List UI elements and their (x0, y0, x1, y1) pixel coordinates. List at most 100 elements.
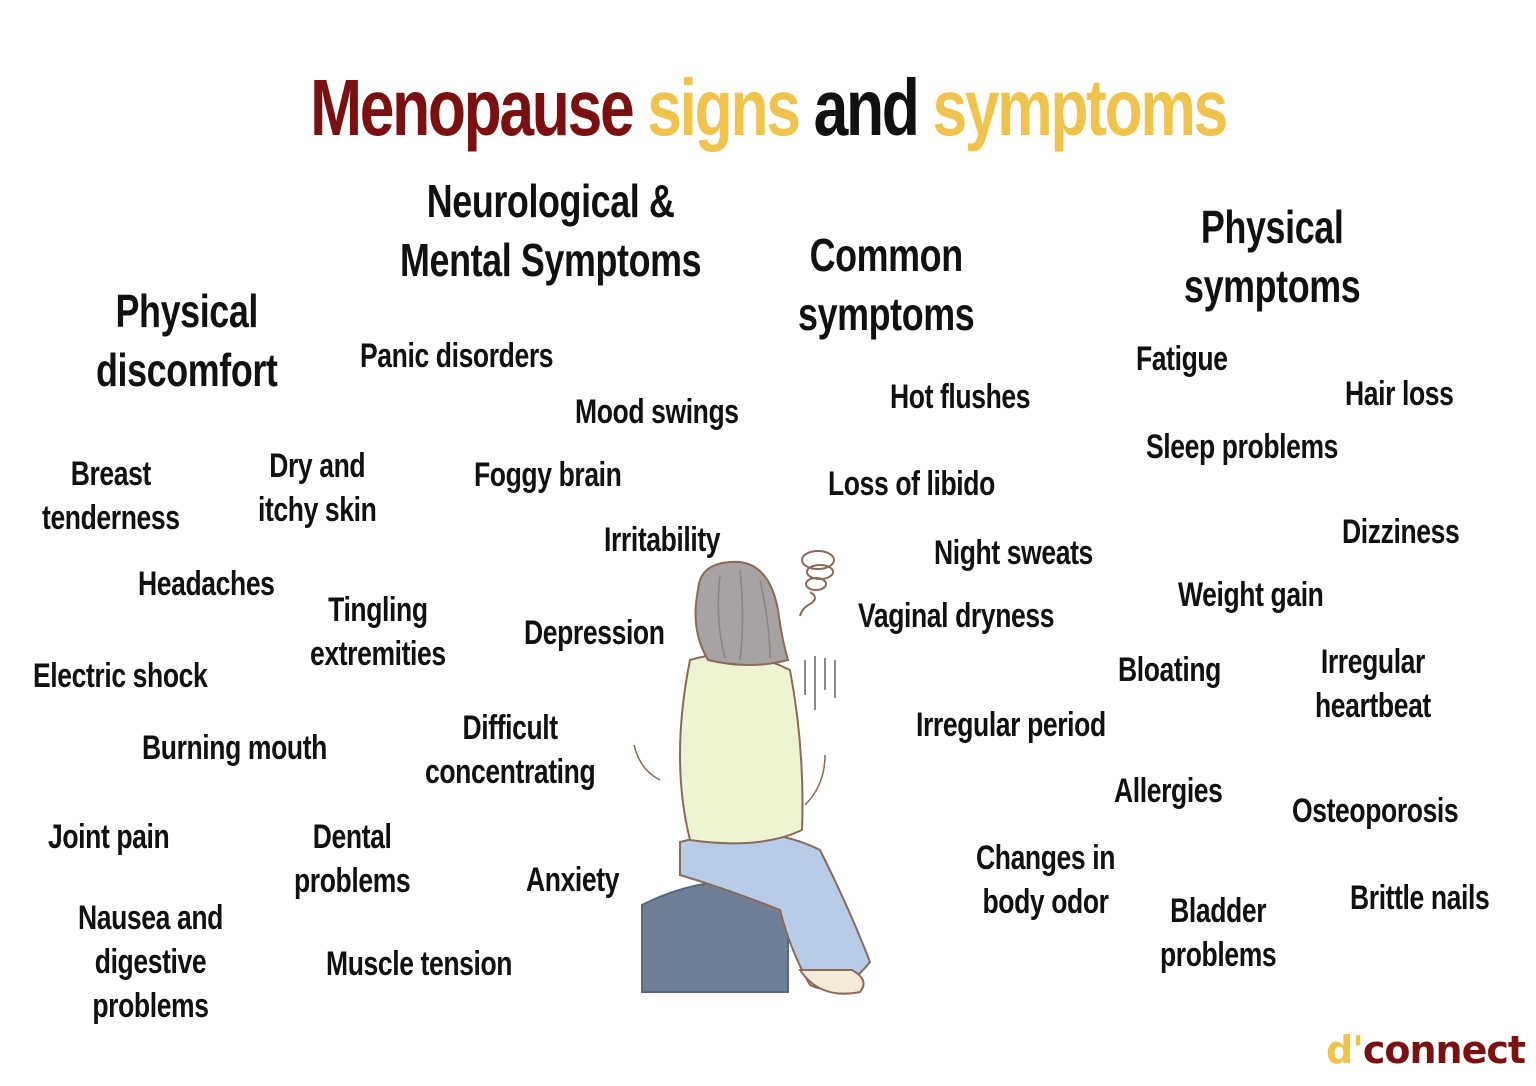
symptom-breast-tenderness: Breast tenderness (42, 452, 180, 540)
symptom-line: Irregular period (916, 706, 1106, 744)
symptom-changes-body-odor: Changes in body odor (976, 836, 1115, 924)
symptom-dry-itchy-skin: Dry and itchy skin (258, 444, 377, 532)
symptom-panic-disorders: Panic disorders (360, 334, 554, 378)
title-part-signs: signs (647, 63, 801, 152)
symptom-line: Joint pain (48, 818, 170, 856)
symptom-line: Dizziness (1342, 513, 1460, 551)
symptom-line: body odor (982, 883, 1109, 922)
symptom-line: heartbeat (1315, 687, 1431, 726)
heading-common: Common symptoms (798, 226, 975, 344)
sweater-icon (679, 653, 804, 845)
heading-neuro-mental: Neurological & Mental Symptoms (400, 172, 702, 290)
symptom-foggy-brain: Foggy brain (474, 453, 622, 497)
symptom-line: Electric shock (33, 657, 208, 695)
symptom-line: Loss of libido (828, 465, 995, 503)
symptom-brittle-nails: Brittle nails (1350, 876, 1490, 920)
symptom-line: concentrating (425, 753, 596, 792)
symptom-mood-swings: Mood swings (575, 390, 739, 434)
symptom-line: Headaches (138, 565, 275, 603)
heading-line: Physical (1200, 201, 1344, 253)
symptom-line: problems (1160, 936, 1277, 975)
symptom-tingling-extremities: Tingling extremities (310, 588, 446, 676)
symptom-line: Dental (312, 818, 392, 856)
symptom-line: Changes in (976, 839, 1116, 877)
heading-line: Common (809, 229, 964, 281)
symptom-line: Mood swings (575, 393, 739, 431)
symptom-line: Irregular (1320, 643, 1425, 681)
symptom-line: Brittle nails (1350, 879, 1490, 917)
symptom-line: Depression (524, 614, 665, 652)
title-part-menopause: Menopause (310, 63, 635, 152)
symptom-line: Fatigue (1136, 340, 1228, 378)
woman-sitting-illustration (633, 550, 872, 995)
symptom-allergies: Allergies (1114, 769, 1223, 813)
heading-physical-symptoms: Physical symptoms (1184, 198, 1361, 316)
motion-lines-icon (804, 656, 836, 710)
symptom-vaginal-dryness: Vaginal dryness (858, 594, 1054, 638)
symptom-joint-pain: Joint pain (48, 815, 170, 859)
symptom-line: problems (92, 987, 209, 1026)
symptom-irregular-period: Irregular period (916, 703, 1106, 747)
heading-line: discomfort (96, 343, 278, 396)
symptom-difficult-concentrating: Difficult concentrating (425, 706, 596, 794)
symptom-line: Panic disorders (360, 337, 554, 375)
symptom-line: digestive (94, 943, 207, 982)
heading-line: Neurological & (426, 175, 675, 227)
symptom-line: Hot flushes (890, 378, 1031, 416)
title-part-symptoms: symptoms (932, 63, 1229, 152)
symptom-line: Burning mouth (142, 729, 327, 767)
symptom-hair-loss: Hair loss (1345, 372, 1454, 416)
heading-line: symptoms (1184, 259, 1361, 312)
title-part-and: and (813, 63, 920, 152)
symptom-line: Foggy brain (474, 456, 622, 494)
symptom-weight-gain: Weight gain (1178, 573, 1324, 617)
heading-line: Mental Symptoms (400, 233, 702, 286)
symptom-nausea-digestive: Nausea and digestive problems (78, 896, 223, 1029)
symptom-line: extremities (310, 635, 446, 674)
symptom-osteoporosis: Osteoporosis (1292, 789, 1459, 833)
symptom-line: Bloating (1118, 651, 1221, 689)
symptom-line: Allergies (1114, 772, 1223, 810)
swirl-icon (799, 550, 835, 617)
symptom-fatigue: Fatigue (1136, 337, 1228, 381)
symptom-line: Anxiety (526, 861, 620, 899)
symptom-line: Nausea and (78, 899, 223, 937)
symptom-line: problems (294, 862, 411, 901)
symptom-depression: Depression (524, 611, 665, 655)
logo-part-d: d' (1326, 1028, 1364, 1072)
logo-part-connect: connect (1362, 1028, 1526, 1072)
symptom-electric-shock: Electric shock (33, 654, 208, 698)
symptom-headaches: Headaches (138, 562, 275, 606)
heading-physical-discomfort: Physical discomfort (96, 282, 278, 400)
symptom-line: Tingling (328, 591, 428, 629)
page-title: Menopause signs and symptoms (169, 62, 1367, 154)
symptom-bloating: Bloating (1118, 648, 1221, 692)
symptom-hot-flushes: Hot flushes (890, 375, 1030, 419)
symptom-burning-mouth: Burning mouth (142, 726, 327, 770)
symptom-line: itchy skin (258, 491, 377, 530)
symptom-line: Osteoporosis (1292, 792, 1459, 830)
symptom-line: Night sweats (934, 534, 1093, 572)
symptom-anxiety: Anxiety (526, 858, 619, 902)
symptom-line: tenderness (42, 499, 180, 538)
symptom-line: Irritability (604, 521, 721, 559)
symptom-line: Weight gain (1178, 576, 1324, 614)
symptom-line: Muscle tension (326, 945, 513, 983)
symptom-irritability: Irritability (604, 518, 721, 562)
symptom-line: Bladder (1170, 892, 1267, 930)
dconnect-logo: d'connect (1326, 1028, 1526, 1072)
symptom-line: Sleep problems (1146, 428, 1339, 466)
symptom-dizziness: Dizziness (1342, 510, 1460, 554)
symptom-line: Dry and (269, 447, 366, 485)
symptom-line: Breast (70, 455, 152, 493)
symptom-dental-problems: Dental problems (294, 815, 411, 903)
heading-line: symptoms (798, 287, 975, 340)
symptom-line: Vaginal dryness (858, 597, 1055, 635)
symptom-night-sweats: Night sweats (934, 531, 1093, 575)
symptom-bladder-problems: Bladder problems (1160, 889, 1277, 977)
symptom-irregular-heartbeat: Irregular heartbeat (1315, 640, 1431, 728)
symptom-muscle-tension: Muscle tension (326, 942, 513, 986)
symptom-line: Hair loss (1345, 375, 1454, 413)
symptom-sleep-problems: Sleep problems (1146, 425, 1338, 469)
symptom-line: Difficult (462, 709, 559, 747)
